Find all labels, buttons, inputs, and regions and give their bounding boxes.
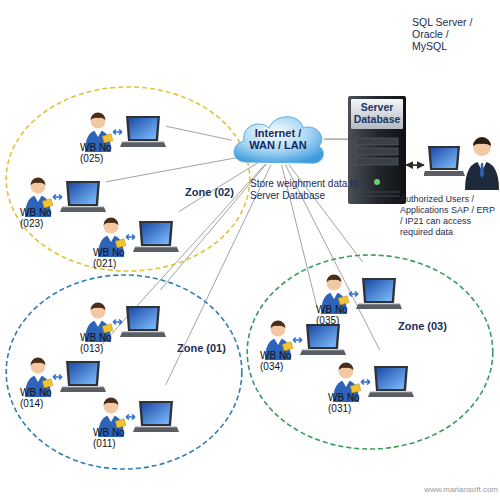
cloud-label: Internet / WAN / LAN [246, 127, 310, 151]
network-link [166, 126, 232, 140]
watermark: www.mariansoft.com [402, 485, 498, 495]
zone-label: Zone (01) [177, 342, 226, 355]
weighbridge-station: WB No (034) [262, 308, 346, 372]
station-label: WB No (034) [260, 350, 298, 372]
zone-ellipse: Zone (01) WB No (013) WB No (014) WB No (01… [5, 274, 243, 470]
station-label: WB No (021) [93, 247, 131, 269]
network-link [324, 139, 348, 140]
network-link [406, 164, 424, 166]
database-types: SQL Server / Oracle / MySQL [412, 16, 480, 52]
weighbridge-station: WB No (035) [318, 262, 402, 326]
weighbridge-station: WB No (014) [22, 345, 106, 409]
server-label: Server Database [351, 101, 403, 125]
weighbridge-station: WB No (025) [82, 100, 166, 164]
station-label: WB No (011) [93, 427, 131, 449]
weighbridge-station: WB No (013) [82, 290, 166, 354]
network-cloud-illustration [234, 117, 323, 163]
zone-ellipse: Zone (03) WB No (035) WB No (034) WB No (03… [246, 254, 494, 450]
zone-ellipse: Zone (02) WB No (025) WB No (023) WB No (02… [5, 86, 251, 272]
network-cloud: Internet / WAN / LAN [228, 108, 328, 170]
network-link [106, 156, 244, 181]
weighbridge-station: WB No (023) [22, 165, 106, 229]
authorized-user: Authorized Users / Applications SAP / ER… [424, 132, 500, 190]
zone-label: Zone (03) [398, 320, 447, 333]
network-link [102, 164, 266, 345]
zone-ellipse-line [247, 255, 493, 449]
authorized-user-illustration [423, 137, 499, 190]
flow-note: Store weighment data to Server Database [250, 178, 370, 202]
station-label: WB No (014) [20, 387, 58, 409]
user-description: Authorized Users / Applications SAP / ER… [400, 194, 498, 238]
station-label: WB No (035) [316, 304, 354, 326]
zone-ellipse-line [6, 87, 250, 271]
station-label: WB No (013) [80, 332, 118, 354]
station-label: WB No (023) [20, 207, 58, 229]
zone-ellipse-line [6, 275, 242, 469]
station-label: WB No (025) [80, 142, 118, 164]
station-label: WB No (031) [328, 392, 366, 414]
weighbridge-station: WB No (021) [95, 205, 179, 269]
network-link [179, 163, 258, 212]
weighbridge-station: WB No (011) [95, 385, 179, 449]
weighbridge-station: WB No (031) [330, 350, 414, 414]
zone-label: Zone (02) [185, 186, 234, 199]
authorized-user-art [424, 132, 500, 190]
